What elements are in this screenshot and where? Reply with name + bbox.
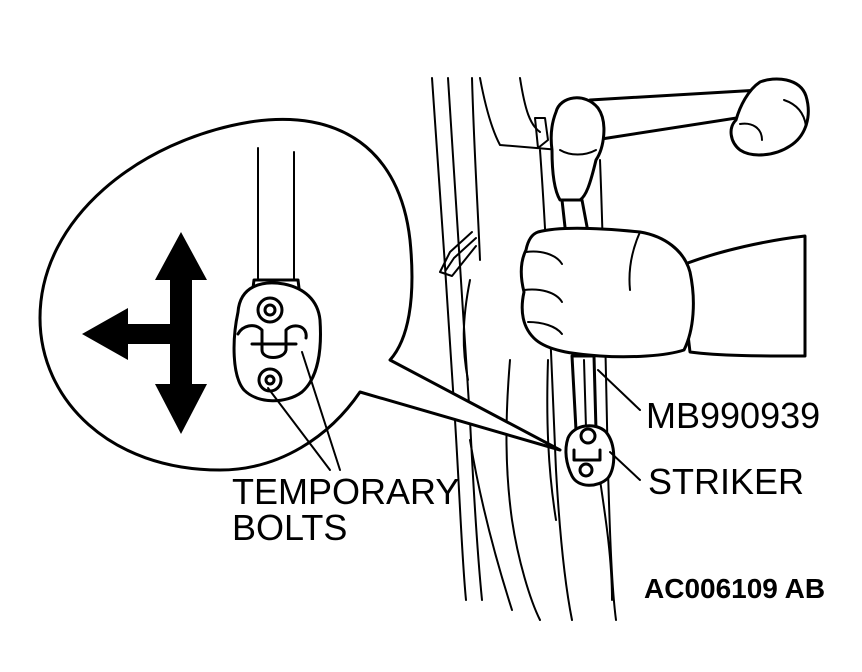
label-temporary: TEMPORARY bbox=[232, 471, 459, 512]
striker-leader bbox=[609, 451, 641, 481]
label-striker: STRIKER bbox=[648, 461, 804, 502]
hammer bbox=[549, 88, 777, 238]
lower-hand bbox=[519, 226, 807, 359]
upper-hand bbox=[729, 77, 810, 157]
magnified-view bbox=[38, 117, 562, 472]
tool-shaft bbox=[570, 354, 598, 432]
label-bolts: BOLTS bbox=[232, 507, 347, 548]
label-tool: MB990939 bbox=[646, 395, 820, 436]
tool-leader bbox=[597, 369, 641, 411]
adjustment-arrows bbox=[82, 232, 207, 434]
striker-small bbox=[564, 424, 616, 487]
figure-code: AC006109 AB bbox=[644, 573, 825, 604]
